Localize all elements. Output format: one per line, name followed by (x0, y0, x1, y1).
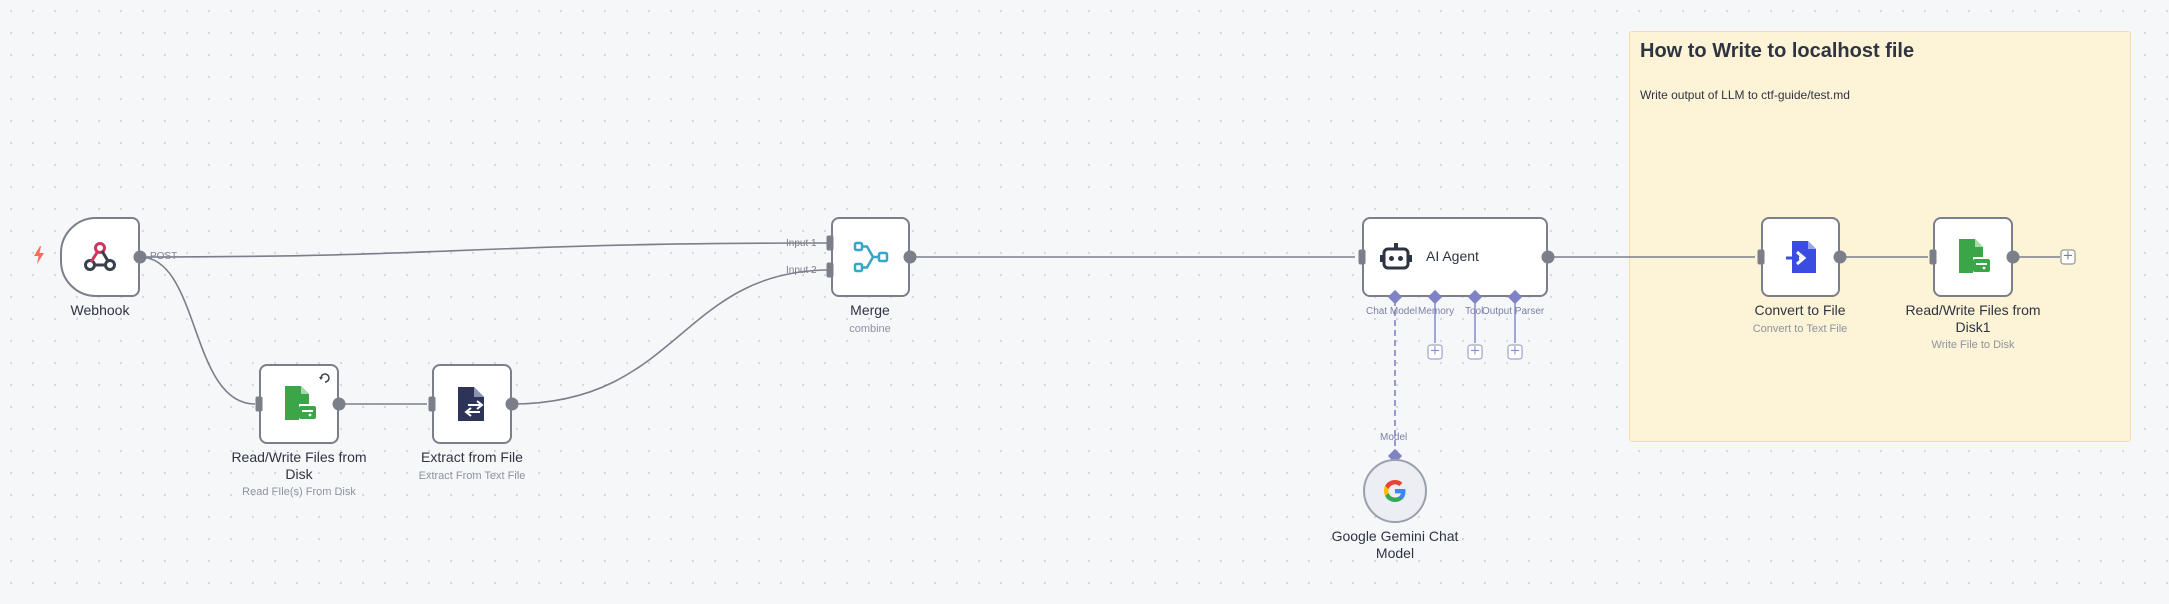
gemini-chat-model-node[interactable] (1363, 459, 1427, 523)
extract-file-icon (458, 387, 484, 421)
extract-file-output-handle[interactable] (505, 397, 519, 411)
webhook-node[interactable] (60, 217, 140, 297)
webhook-label: Webhook (70, 302, 130, 318)
write-files-label: Read/Write Files from Disk1 (1905, 302, 2041, 335)
merge-icon (853, 241, 888, 273)
write-files-input-handle[interactable] (1929, 249, 1937, 265)
webhook-icon (84, 242, 116, 271)
sticky-note-title: How to Write to localhost file (1640, 40, 1915, 62)
memory-port-label: Memory (1418, 306, 1455, 317)
refresh-icon[interactable] (319, 372, 331, 384)
add-output-parser-button[interactable]: + (1507, 344, 1523, 360)
connection-webhook-merge (139, 242, 831, 258)
ai-agent-input-handle[interactable] (1358, 249, 1366, 265)
robot-icon (1380, 243, 1412, 270)
write-files-output-handle[interactable] (2006, 250, 2020, 264)
convert-file-input-handle[interactable] (1757, 249, 1765, 265)
extract-file-subtitle: Extract From Text File (418, 470, 526, 482)
convert-file-icon (1785, 241, 1816, 273)
gemini-chat-model-label: Google Gemini Chat Model (1331, 528, 1459, 561)
write-files-node[interactable] (1933, 217, 2013, 297)
file-disk-icon (285, 386, 316, 420)
convert-file-label: Convert to File (1754, 302, 1846, 318)
merge-output-handle[interactable] (903, 250, 917, 264)
tool-port-label: Tool (1465, 306, 1484, 317)
convert-file-output-handle[interactable] (1833, 250, 1847, 264)
add-node-button[interactable]: + (2060, 249, 2076, 265)
webhook-method-label: POST (150, 251, 178, 262)
add-memory-button[interactable]: + (1427, 344, 1443, 360)
ai-agent-node[interactable]: AI Agent (1362, 217, 1548, 297)
file-disk-icon (1959, 239, 1990, 273)
gemini-model-port-label: Model (1380, 432, 1408, 443)
sticky-note[interactable]: How to Write to localhost file Write out… (1629, 31, 2131, 442)
add-tool-button[interactable]: + (1467, 344, 1483, 360)
convert-file-node[interactable] (1761, 217, 1840, 297)
merge-input2-handle[interactable] (826, 262, 834, 278)
merge-subtitle: combine (849, 323, 891, 335)
read-files-input-handle[interactable] (255, 396, 263, 412)
google-icon (1384, 480, 1406, 502)
output-parser-port-label: Output Parser (1482, 306, 1545, 317)
extract-file-label: Extract from File (421, 449, 523, 465)
extract-file-input-handle[interactable] (428, 396, 436, 412)
merge-label: Merge (850, 302, 890, 318)
read-files-subtitle: Read FIle(s) From Disk (242, 486, 356, 498)
extract-file-node[interactable] (432, 364, 512, 444)
merge-node[interactable] (831, 217, 910, 297)
write-files-subtitle: Write File to Disk (1931, 339, 2015, 351)
read-files-label: Read/Write Files from Disk (231, 449, 367, 482)
convert-file-subtitle: Convert to Text File (1752, 323, 1848, 335)
webhook-output-handle[interactable] (133, 250, 147, 264)
connection-extract-merge (511, 269, 831, 405)
read-files-output-handle[interactable] (332, 397, 346, 411)
merge-input2-label: Input 2 (786, 265, 817, 276)
merge-input1-label: Input 1 (786, 238, 817, 249)
merge-input1-handle[interactable] (826, 235, 834, 251)
read-files-node[interactable] (259, 364, 339, 444)
connection-webhook-readfiles (139, 256, 256, 405)
chat-model-port-label: Chat Model (1366, 306, 1418, 317)
trigger-bolt-icon (34, 246, 44, 264)
ai-agent-label: AI Agent (1426, 248, 1479, 264)
sticky-note-text: Write output of LLM to ctf-guide/test.md (1640, 88, 1850, 102)
ai-agent-output-handle[interactable] (1541, 250, 1555, 264)
